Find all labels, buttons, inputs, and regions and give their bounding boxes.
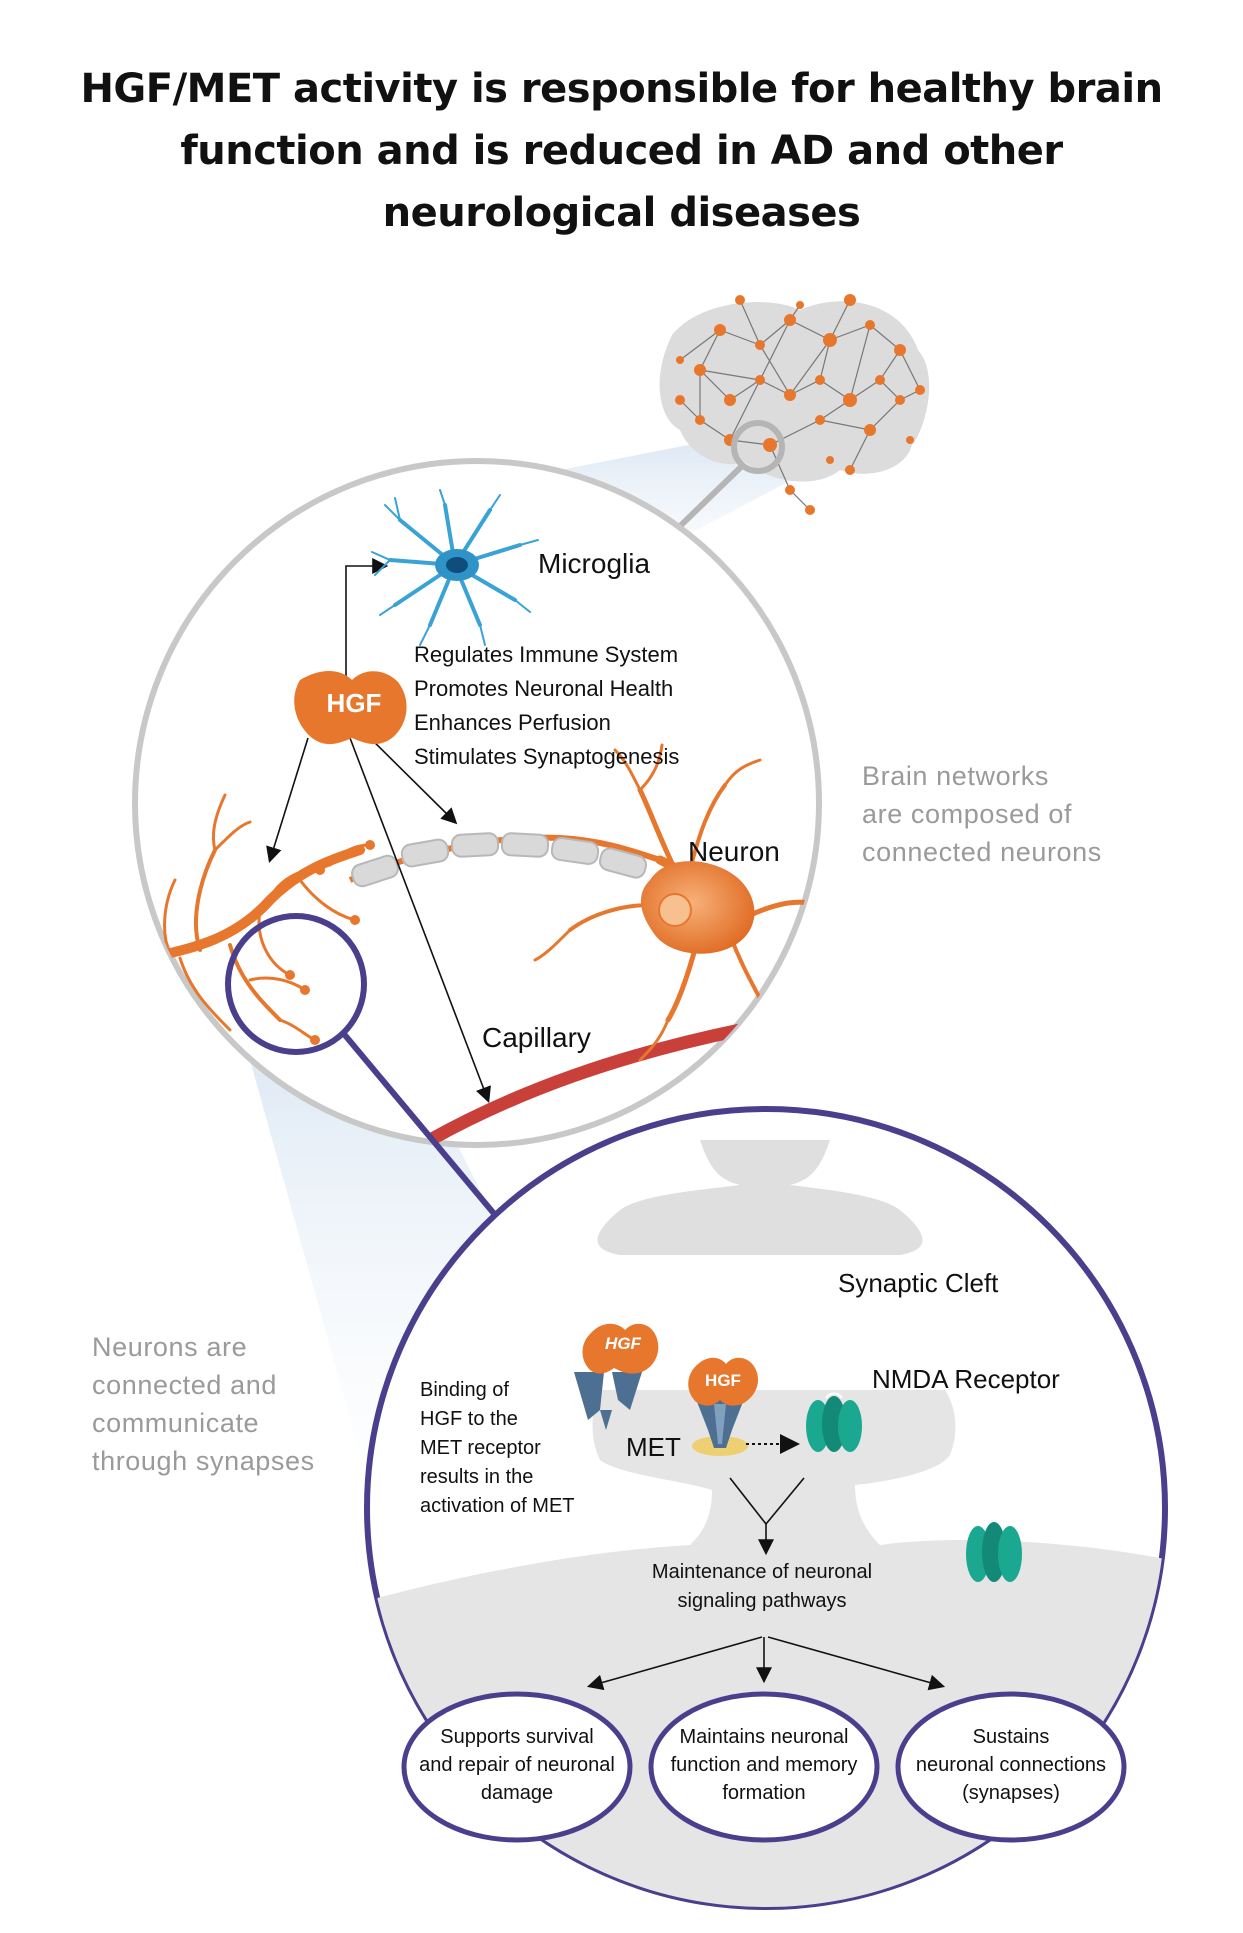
outcome-oval-survival [401,1691,633,1843]
hgf-function-item: Regulates Immune System [414,642,679,667]
title-line-1: HGF/MET activity is responsible for heal… [80,66,1163,112]
title-line-2: function and is reduced in AD and other [180,128,1063,174]
maintenance-text: Maintenance of neuronal signaling pathwa… [651,1561,873,1612]
outcome-synapses-text: Sustains neuronal connections (synapses) [915,1726,1107,1804]
brain-networks-note: Brain networks are composed of connected… [862,761,1102,867]
outcome-arrows [586,1636,946,1691]
hgf-functions-list: Regulates Immune System Promotes Neurona… [414,638,679,774]
hgf-bound-label: HGF [705,1371,741,1390]
outcome-memory-text: Maintains neuronal function and memory f… [670,1726,858,1804]
brain-zoom-ring [731,420,785,474]
neurons-connected-note: Neurons are connected and communicate th… [92,1332,315,1476]
hgf-function-item: Promotes Neuronal Health [414,676,674,701]
left-neuron-body [135,934,168,990]
myelin-sheath [351,832,648,888]
brain-network-icon [659,294,930,515]
hgf-free-icon [582,1323,659,1374]
brain-connector-line [673,463,745,533]
neuron-zoom-circle [132,458,822,1148]
outcome-survival-text: Supports survival and repair of neuronal… [419,1726,615,1804]
hgf-function-item: Enhances Perfusion [414,710,611,735]
synaptic-cleft-label: Synaptic Cleft [838,1268,999,1298]
met-receptor-unbound-icon [574,1372,642,1430]
hgf-bound-icon [688,1357,759,1406]
microglia-label: Microglia [538,548,651,579]
capillary-vessel [426,1023,742,1145]
neuron-label: Neuron [688,836,780,867]
hgf-arrows [266,558,491,1103]
synapse-zoom-ring [225,913,367,1055]
hgf-label: HGF [326,688,382,718]
microglia-cell-icon [371,489,539,646]
hgf-free-label: HGF [605,1334,641,1353]
outcome-oval-synapses [895,1691,1127,1843]
synapse-connector-line [341,1032,509,1230]
nmda-receptor-free-icon [966,1522,1022,1582]
binding-description: Binding of HGF to the MET receptor resul… [420,1379,575,1517]
title-line-3: neurological diseases [382,190,861,236]
met-receptor-bound-icon [694,1394,746,1448]
hgf-function-item: Stimulates Synaptogenesis [414,744,680,769]
nmda-receptor-icon [806,1392,862,1452]
nmda-receptor-label: NMDA Receptor [872,1364,1060,1394]
page-title: HGF/MET activity is responsible for heal… [0,58,1243,244]
capillary-label: Capillary [482,1022,591,1053]
hgf-molecule-icon[interactable] [294,671,407,745]
outcome-oval-memory [648,1691,880,1843]
presynaptic-terminal [597,1140,923,1255]
met-label: MET [626,1432,681,1462]
converge-arrows [729,1477,805,1556]
